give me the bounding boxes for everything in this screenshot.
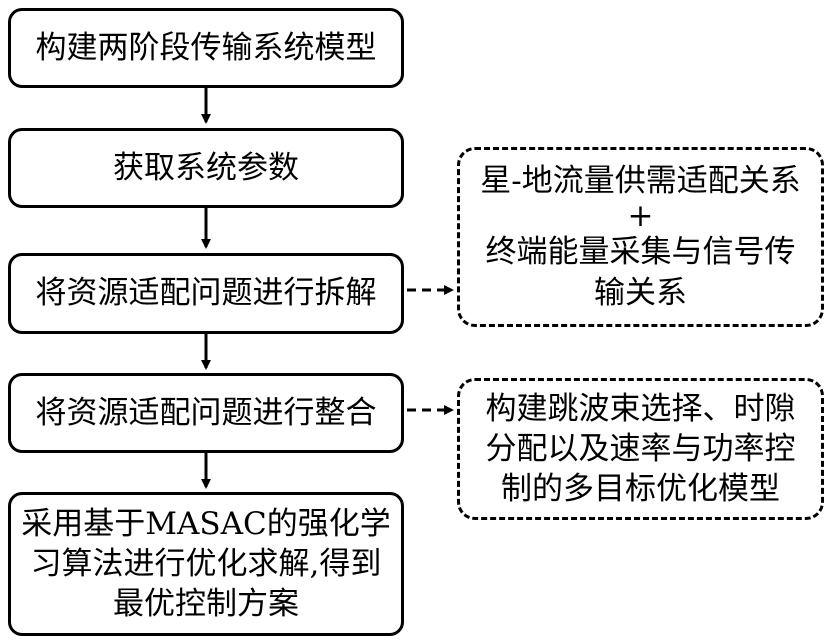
- step-get-params: 获取系统参数: [8, 128, 404, 208]
- step-integrate: 将资源适配问题进行整合: [8, 373, 404, 453]
- step-decompose: 将资源适配问题进行拆解: [8, 253, 404, 334]
- step-integrate-text: 将资源适配问题进行整合: [35, 394, 377, 431]
- step-decompose-text: 将资源适配问题进行拆解: [35, 275, 377, 312]
- step-build-model-text: 构建两阶段传输系统模型: [35, 29, 377, 66]
- note-multi-objective-model: 构建跳波束选择、时隙 分配以及速率与功率控 制的多目标优化模型: [457, 378, 824, 520]
- note-supply-demand-relations: 星-地流量供需适配关系 + 终端能量采集与信号传 输关系: [457, 147, 824, 327]
- step-get-params-text: 获取系统参数: [113, 149, 299, 186]
- note1-plus: +: [627, 198, 654, 235]
- note2-line-1: 构建跳波束选择、时隙: [485, 390, 796, 427]
- step-masac-line-1: 采用基于MASAC的强化学: [21, 505, 391, 542]
- step-masac-solve: 采用基于MASAC的强化学 习算法进行优化求解,得到 最优控制方案: [8, 492, 404, 636]
- note1-line-3: 终端能量采集与信号传: [485, 234, 796, 271]
- note2-line-3: 制的多目标优化模型: [501, 471, 780, 508]
- note1-line-1: 星-地流量供需适配关系: [480, 163, 801, 200]
- note1-line-4: 输关系: [594, 274, 687, 311]
- step-build-model: 构建两阶段传输系统模型: [8, 8, 404, 88]
- note2-line-2: 分配以及速率与功率控: [485, 430, 796, 467]
- step-masac-line-3: 最优控制方案: [113, 586, 299, 623]
- step-masac-line-2: 习算法进行优化求解,得到: [30, 545, 382, 582]
